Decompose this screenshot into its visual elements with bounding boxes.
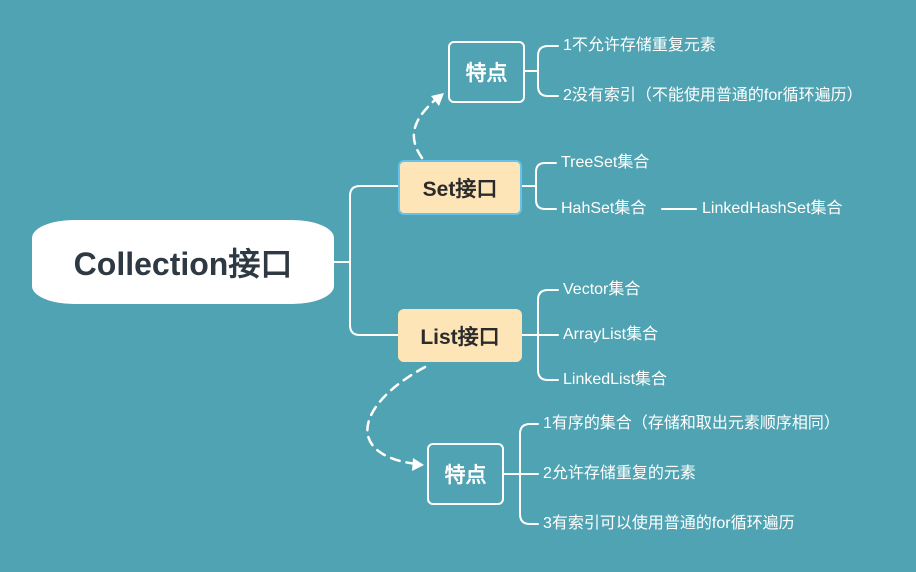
set-interface-label: Set接口	[422, 177, 498, 201]
list-feature-node[interactable]: 特点	[427, 443, 504, 505]
list-interface-label: List接口	[420, 325, 500, 349]
root-node[interactable]: Collection接口	[32, 220, 334, 304]
connector-set-to-hashset	[535, 185, 557, 210]
connector-listfeature-to-item3	[519, 473, 539, 525]
connector-set-to-treeset	[535, 162, 557, 187]
connector-list-to-linkedlist	[537, 334, 559, 381]
set-feature-item[interactable]: 2没有索引（不能使用普通的for循环遍历）	[563, 87, 863, 104]
set-interface-node[interactable]: Set接口	[398, 160, 522, 215]
connector-list-to-vector	[537, 289, 559, 336]
connector-setfeature-to-item2	[537, 70, 559, 97]
list-feature-item[interactable]: 3有索引可以使用普通的for循环遍历	[543, 515, 795, 532]
list-impl-arraylist[interactable]: ArrayList集合	[563, 326, 659, 343]
set-feature-label: 特点	[465, 62, 508, 85]
list-feature-label: 特点	[444, 464, 487, 487]
set-impl-linkedhashset[interactable]: LinkedHashSet集合	[702, 200, 843, 217]
connector-root-to-list	[349, 261, 399, 336]
dashed-arrow-list-to-feature	[366, 365, 427, 466]
connector-root-to-set	[349, 185, 399, 263]
arrowhead-list-feature	[412, 458, 424, 471]
set-impl-treeset[interactable]: TreeSet集合	[561, 154, 650, 171]
root-label: Collection接口	[73, 246, 293, 282]
set-feature-item[interactable]: 1不允许存储重复元素	[563, 37, 716, 54]
list-impl-vector[interactable]: Vector集合	[563, 281, 641, 298]
set-impl-hashset[interactable]: HahSet集合	[561, 200, 647, 217]
list-feature-item[interactable]: 1有序的集合（存储和取出元素顺序相同）	[543, 415, 840, 432]
connector-setfeature-to-item1	[537, 45, 559, 72]
list-feature-item[interactable]: 2允许存储重复的元素	[543, 465, 696, 482]
set-feature-node[interactable]: 特点	[448, 41, 525, 103]
connector-listfeature-to-item1	[519, 423, 539, 475]
list-interface-node[interactable]: List接口	[398, 309, 522, 362]
list-impl-linkedlist[interactable]: LinkedList集合	[563, 371, 668, 388]
dashed-arrow-set-to-feature	[412, 97, 438, 160]
arrowhead-set-feature	[431, 93, 444, 106]
